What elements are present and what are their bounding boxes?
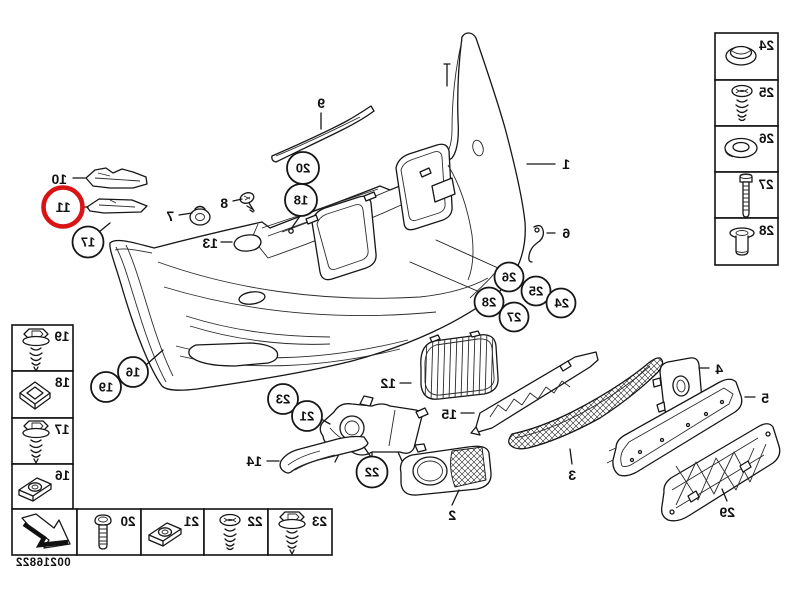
legend-box-20[interactable]: 20 [76,508,142,556]
part-29-impact-absorber [660,423,781,522]
legend-box-21[interactable]: 21 [140,508,205,556]
callout-8[interactable]: 8 [220,195,228,211]
svg-text:26: 26 [502,270,516,285]
part-10-bracket [85,167,148,189]
callout-11: 11 [56,199,71,215]
callout-5[interactable]: 5 [761,390,769,406]
svg-text:18: 18 [294,193,308,208]
legend-box-25[interactable]: 25 [714,79,779,127]
svg-text:26: 26 [758,131,774,146]
legend-box-23[interactable]: 23 [267,508,333,556]
callout-3[interactable]: 3 [568,467,576,483]
svg-text:16: 16 [126,365,140,380]
callout-17[interactable]: 17 [71,225,105,259]
svg-text:19: 19 [54,329,69,344]
callout-28[interactable]: 28 [473,286,505,318]
part-13-cap [233,234,262,252]
svg-text:21: 21 [183,514,199,529]
svg-text:23: 23 [276,392,290,407]
legend-box-19[interactable]: 19 [11,324,74,372]
callout-4[interactable]: 4 [715,361,723,377]
svg-text:22: 22 [365,465,379,480]
legend-right-column: 24 25 26 27 28 [714,32,779,266]
artwork [85,32,781,522]
callout-9[interactable]: 9 [317,95,325,111]
callout-13[interactable]: 13 [202,235,218,251]
part-2-fog-grille [399,443,492,496]
legend-box-22[interactable]: 22 [203,508,269,556]
part-15-support-bracket [470,351,599,436]
svg-text:20: 20 [296,161,310,176]
legend-arrow-box[interactable] [11,508,78,556]
callout-27[interactable]: 27 [498,301,530,333]
callout-26[interactable]: 26 [493,261,525,293]
legend-box-27[interactable]: 27 [714,171,779,219]
legend-box-17[interactable]: 17 [11,417,74,465]
callout-23[interactable]: 23 [267,383,299,415]
svg-text:27: 27 [758,177,773,192]
part-6-tow-hook-cover [528,224,545,263]
callout-10[interactable]: 10 [51,171,67,187]
part-8-screw [239,192,255,213]
washer-icon [724,137,758,159]
callout-15[interactable]: 15 [441,406,457,422]
part-number: 00216822 [15,557,70,569]
svg-text:16: 16 [54,468,70,483]
callout-19[interactable]: 19 [90,371,122,403]
highlight-callout-11[interactable]: 11 [41,185,85,229]
legend-box-16[interactable]: 16 [11,463,74,510]
circled-callouts: 17 20 18 16 19 23 21 22 26 25 28 27 24 [71,151,577,489]
svg-text:21: 21 [300,409,314,424]
callout-18[interactable]: 18 [284,183,318,217]
callout-20[interactable]: 20 [286,151,320,185]
callout-21[interactable]: 21 [291,400,323,432]
svg-text:22: 22 [247,514,262,529]
callout-12[interactable]: 12 [380,375,396,391]
legend-left-column: 19 18 17 16 [11,324,74,510]
part-7-clip [189,205,211,226]
callout-7[interactable]: 7 [166,208,174,224]
callout-16[interactable]: 16 [117,356,149,388]
grommet-cap-icon [725,45,757,66]
part-9-trim-strip [271,105,375,163]
svg-text:25: 25 [529,284,543,299]
svg-text:17: 17 [54,422,69,437]
svg-text:23: 23 [311,514,327,529]
svg-text:24: 24 [758,38,774,53]
svg-text:27: 27 [507,310,521,325]
legend-box-18[interactable]: 18 [11,370,74,419]
callout-24[interactable]: 24 [545,287,577,319]
legend-bottom-row: 20 21 22 23 [11,508,333,556]
callout-2[interactable]: 2 [448,507,456,523]
highlight-ring [41,185,85,229]
callout-25[interactable]: 25 [520,275,552,307]
svg-text:28: 28 [758,223,774,238]
svg-text:20: 20 [120,514,135,529]
callout-1[interactable]: 1 [562,156,570,172]
legend-box-26[interactable]: 26 [714,125,779,173]
svg-text:28: 28 [482,295,496,310]
legend-box-28[interactable]: 28 [714,217,779,266]
part-12-kidney-grille [420,330,499,400]
part-14-bracket-arm [279,435,369,474]
svg-text:19: 19 [99,380,113,395]
part-11-bracket [86,198,148,214]
svg-text:25: 25 [758,85,774,100]
svg-text:24: 24 [554,296,569,311]
callout-14[interactable]: 14 [246,453,262,469]
part-3-centre-grille [508,357,664,450]
callout-6[interactable]: 6 [562,225,570,241]
part-5-plate-carrier [606,378,743,477]
part-1-bumper-cover [109,32,526,391]
callout-22[interactable]: 22 [355,455,389,489]
legend-box-24[interactable]: 24 [714,32,779,81]
callout-29[interactable]: 29 [719,504,735,520]
svg-text:17: 17 [81,235,95,250]
svg-text:18: 18 [54,375,70,390]
plain-callouts: 1 2 3 4 5 6 7 8 9 10 12 13 14 15 29 [51,95,769,523]
